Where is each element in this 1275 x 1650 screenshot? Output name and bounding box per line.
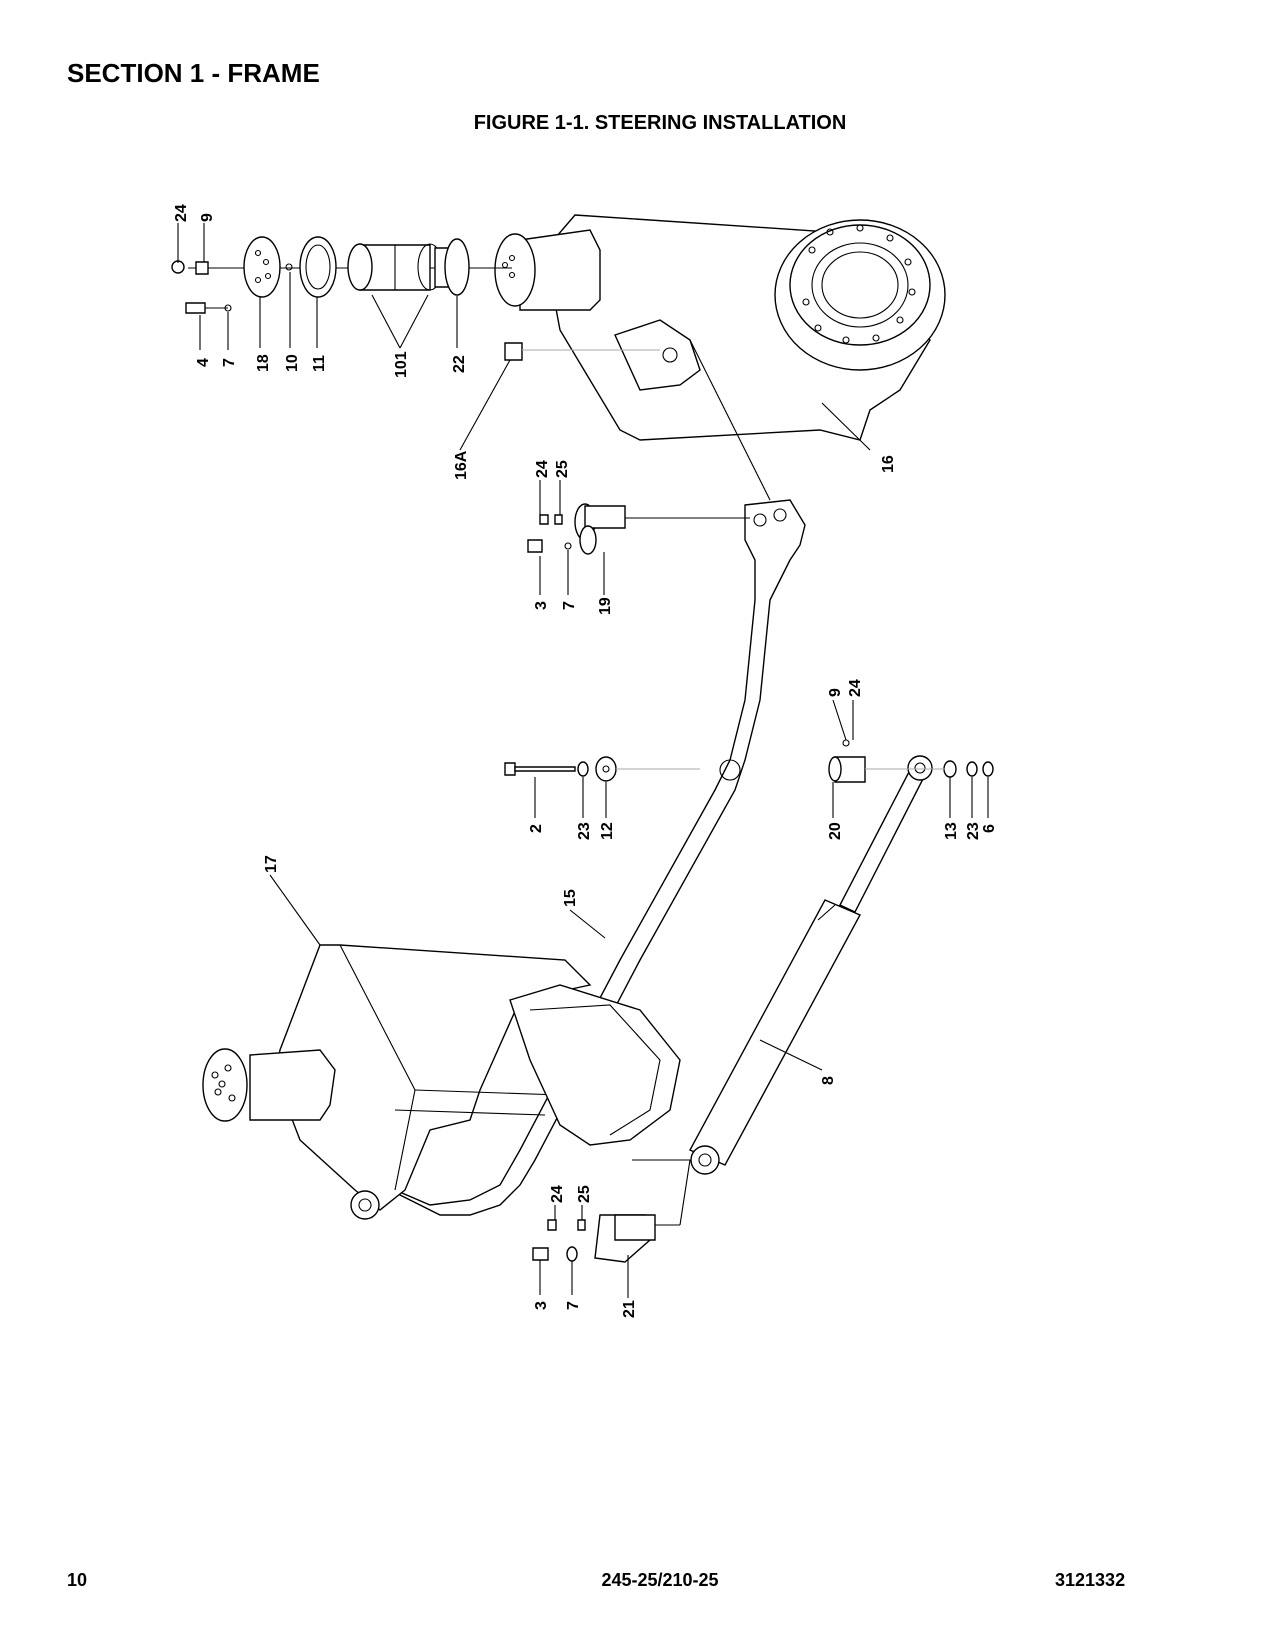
callout-21: 21: [621, 1300, 638, 1318]
callout-numbers: 24 9 4 7 18 10 11 101 22 16A 16 24 25 3 …: [173, 204, 998, 1318]
callout-17: 17: [263, 855, 280, 873]
page-number: 10: [67, 1570, 88, 1590]
document-number: 3121332: [1055, 1570, 1126, 1590]
cylinder-pin-hardware-row: [504, 739, 994, 783]
steering-cylinder-8: [689, 755, 933, 1175]
callout-13: 13: [943, 822, 960, 840]
callout-23: 23: [965, 822, 982, 840]
callout-10: 10: [284, 354, 301, 372]
callout-24: 24: [173, 204, 190, 222]
callout-11: 11: [311, 355, 328, 372]
callout-7: 7: [565, 1301, 582, 1310]
spindle-housing-16: [494, 214, 946, 441]
king-pin-hardware-row: [171, 236, 660, 361]
callout-19: 19: [597, 597, 614, 615]
callout-3: 3: [533, 601, 550, 610]
callout-18: 18: [255, 354, 272, 372]
clevis-pin-19-hardware: [527, 503, 750, 555]
callout-7: 7: [221, 358, 238, 367]
callout-12: 12: [599, 822, 616, 840]
callout-8: 8: [820, 1076, 837, 1085]
callout-6: 6: [981, 824, 998, 833]
callout-25: 25: [576, 1185, 593, 1203]
callout-2: 2: [528, 824, 545, 833]
callout-20: 20: [827, 822, 844, 840]
callout-9: 9: [827, 688, 844, 697]
callout-3: 3: [533, 1301, 550, 1310]
section-title: SECTION 1 - FRAME: [67, 58, 320, 88]
callout-25: 25: [554, 460, 571, 478]
callout-9: 9: [199, 213, 216, 222]
callout-24: 24: [534, 460, 551, 478]
callout-16: 16: [880, 455, 897, 473]
clevis-pin-21-hardware: [532, 1159, 691, 1263]
callout-22: 22: [451, 355, 468, 373]
callout-24: 24: [847, 679, 864, 697]
callout-16a: 16A: [453, 450, 470, 480]
axle-frame-17: [202, 944, 681, 1220]
model-number: 245-25/210-25: [601, 1570, 719, 1590]
callout-15: 15: [562, 889, 579, 907]
callout-4: 4: [195, 358, 212, 367]
callout-7: 7: [561, 601, 578, 610]
figure-title: FIGURE 1-1. STEERING INSTALLATION: [473, 112, 847, 134]
leader-lines: [177, 223, 989, 1298]
callout-23: 23: [576, 822, 593, 840]
callout-24: 24: [549, 1185, 566, 1203]
callout-101: 101: [393, 351, 410, 378]
